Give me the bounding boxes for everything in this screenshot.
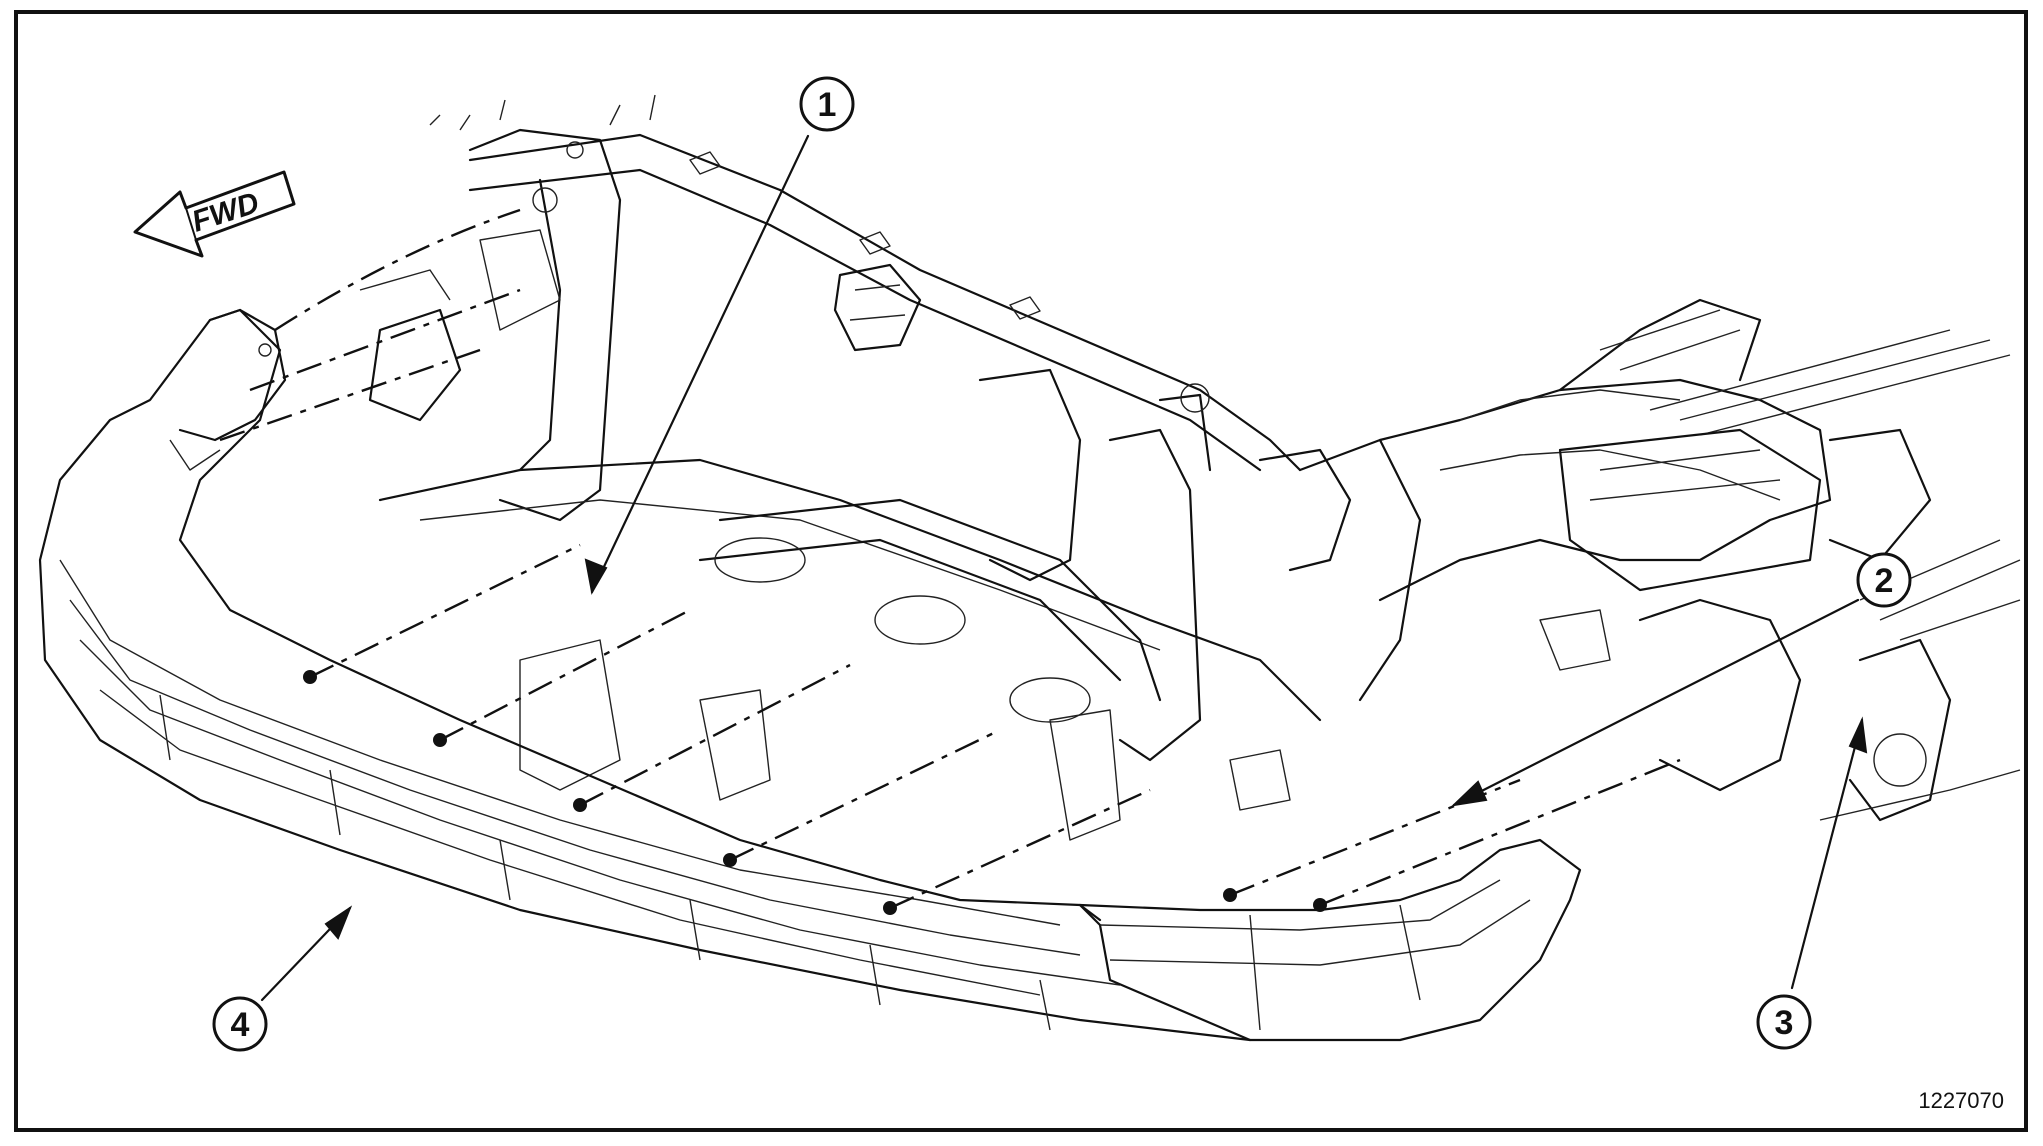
figure-id-label: 1227070 <box>1918 1088 2004 1113</box>
callout-number-2: 2 <box>1875 562 1894 600</box>
callout-number-3: 3 <box>1775 1004 1794 1042</box>
radiator-support-structure <box>359 94 2021 841</box>
callout-number-4: 4 <box>231 1006 250 1044</box>
fwd-label: FWD <box>188 186 263 238</box>
callout-number-1: 1 <box>818 86 837 124</box>
fwd-arrow-icon <box>133 170 296 258</box>
alignment-lines <box>219 208 1681 910</box>
lower-fascia-panel <box>38 308 1582 1042</box>
callout-1: 1 <box>584 76 855 595</box>
callout-3: 3 <box>1756 716 1868 1050</box>
callout-2: 2 <box>1451 552 1912 807</box>
figure-border <box>14 10 2028 1132</box>
callout-4: 4 <box>212 905 353 1052</box>
forward-direction-indicator: FWD <box>133 170 296 258</box>
